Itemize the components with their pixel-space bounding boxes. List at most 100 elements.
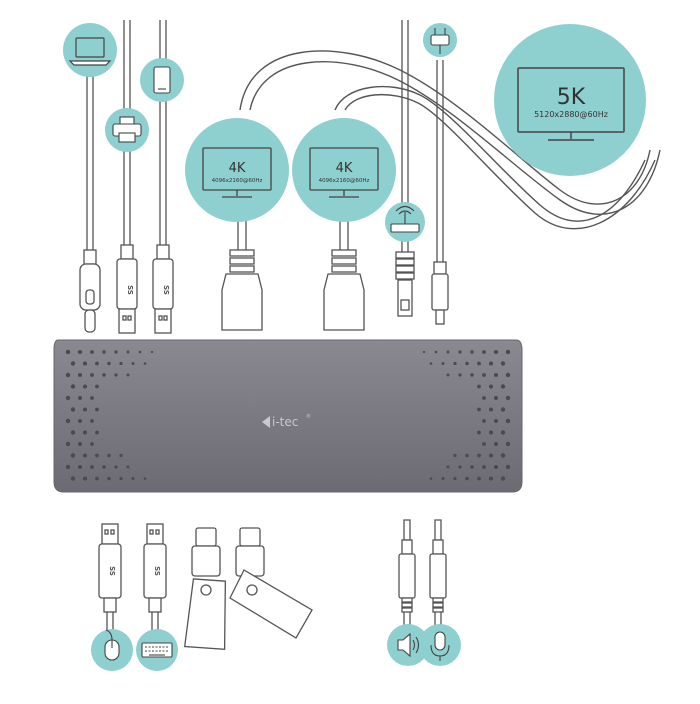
vent-hole [470,373,474,377]
vent-hole [482,442,486,446]
vent-hole [82,361,88,366]
monitor-5k-mode: 5120x2880@60Hz [534,110,608,119]
mic-jack-ring-1 [432,597,444,603]
vent-hole [477,453,481,458]
keyboard-usb-strain [148,597,162,613]
printer-usb-plug [116,258,138,310]
vent-hole [488,453,494,458]
usb-flash-drive-2 [229,527,313,639]
vent-hole [126,465,130,469]
vent-hole [126,350,130,354]
cable-4k-a [334,85,646,222]
smartphone-bubble [140,58,184,102]
rj45-ring-1 [395,251,415,259]
vent-hole [453,361,457,366]
top-cables [79,20,449,334]
keyboard-usb-ss-logo: SS [153,566,161,576]
vent-hole [493,372,499,378]
flash-drive-2-body [235,545,265,577]
vent-hole [500,361,506,366]
monitor-4k-left-mode: 4096x2160@60Hz [212,178,263,184]
dock-body [53,339,523,493]
vent-hole [493,395,499,401]
vent-hole [422,350,426,354]
monitor-cables [239,50,661,230]
vent-hole [90,396,94,400]
phone-usb-ss-logo: SS [162,285,170,295]
dp-left-ring-3 [229,265,255,273]
vent-hole [488,384,494,389]
vent-hole [500,384,506,389]
mouse-usb-hole-a [104,529,109,535]
vent-hole [90,419,94,423]
router-bubble [385,202,425,242]
vent-hole [65,349,71,355]
usbc-plug-tip [84,309,96,333]
vent-hole [429,477,433,480]
vent-hole [493,441,499,447]
mic-jack-ring-3 [432,607,444,613]
vent-hole [114,373,118,377]
mic-jack-tip [434,519,442,541]
flash-drive-2-pivot [246,584,258,596]
monitor-icon [309,147,379,198]
vent-hole [493,418,499,424]
vent-hole [102,350,106,354]
vent-hole [477,361,481,366]
mouse-usb-ss-logo: SS [108,566,116,576]
vent-hole [70,430,76,435]
vent-hole [102,465,106,469]
vent-hole [70,453,76,458]
smartphone-icon [153,66,171,94]
speaker-jack-ring-3 [401,607,413,613]
rj45-ring-2 [395,258,415,266]
rj45-ring-3 [395,265,415,273]
dp-left-ring-1 [229,249,255,257]
mouse-icon [104,629,120,661]
mouse-usb-strain [103,597,117,613]
vent-hole [65,372,71,378]
printer-usb-ss-logo: SS [126,285,134,295]
vent-hole [102,373,106,377]
vent-hole [77,349,83,355]
vent-hole [119,476,123,481]
speaker-jack-ring-2 [401,602,413,608]
vent-hole [453,476,457,481]
vent-hole [90,373,94,377]
phone-usb-hole-b [163,315,168,321]
itec-logo-icon [262,416,270,428]
vent-hole [493,464,499,470]
bottom-usb-marks: SS SS [108,566,161,576]
vent-hole [95,430,99,435]
mouse-bubble [91,629,133,671]
vent-hole [505,349,511,355]
vent-hole [446,465,450,469]
vent-hole [500,430,506,435]
vent-hole [77,418,83,424]
vent-hole [500,407,506,412]
speaker-jack-ring-1 [401,597,413,603]
microphone-bubble [419,624,461,666]
monitor-4k-left-resolution: 4K [229,161,246,176]
keyboard-usb-hole-a [149,529,154,535]
keyboard-bubble [136,629,178,671]
vent-hole [90,465,94,469]
vent-hole [119,453,123,458]
power-plug-bubble [423,23,457,57]
dp-right-ring-1 [331,249,357,257]
monitor-4k-left-circle [185,118,289,222]
dp-right-ring-3 [331,265,357,273]
cable-5k-outer [239,50,651,205]
vent-hole [65,441,71,447]
vent-hole [65,418,71,424]
vent-hole [446,350,450,354]
printer-usb-tip [118,308,136,334]
vent-hole [143,362,147,365]
mic-jack-body [429,553,447,599]
vent-hole [77,441,83,447]
mic-jack-ring-2 [432,602,444,608]
vent-hole [488,407,494,412]
vent-hole [453,453,457,458]
